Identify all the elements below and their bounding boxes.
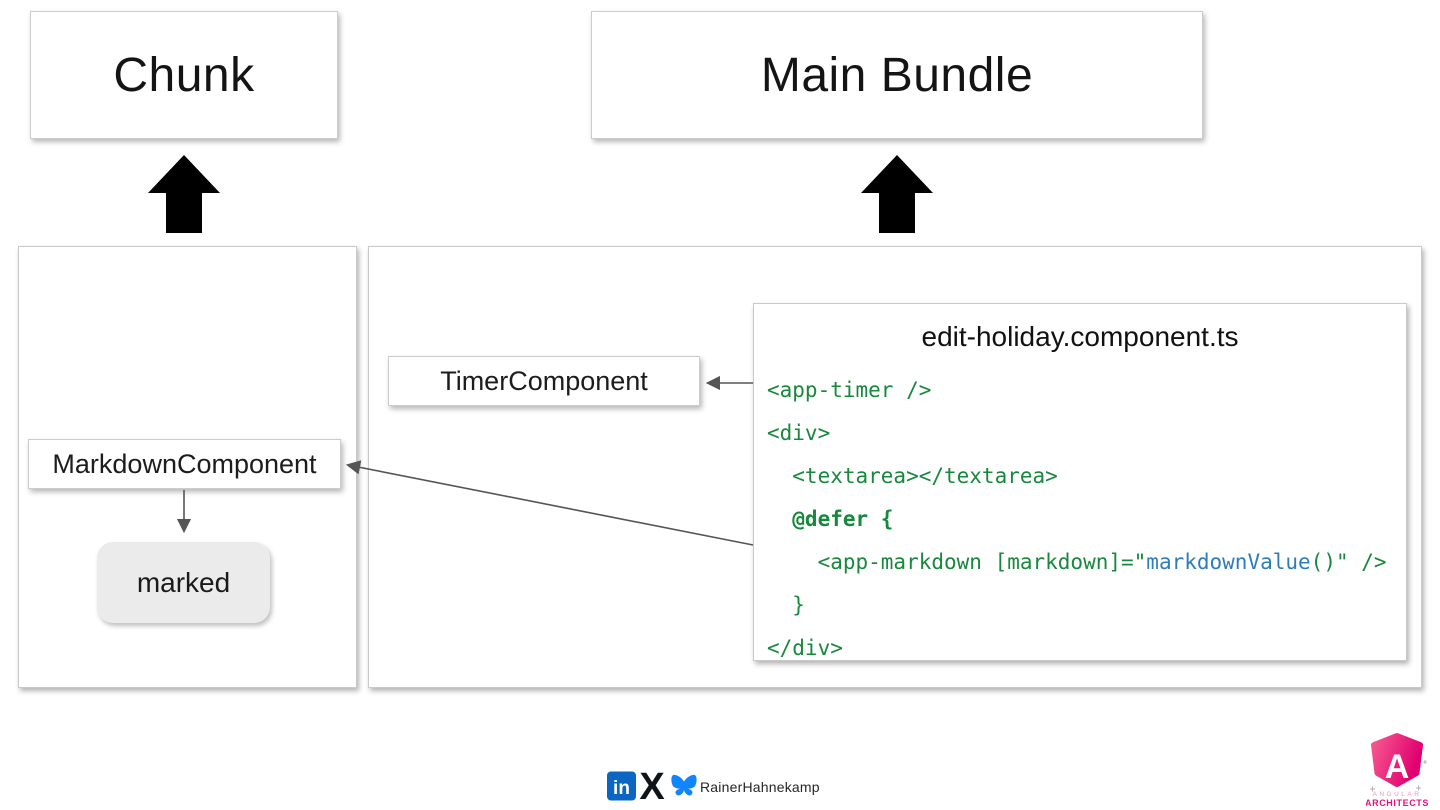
linkedin-icon: in: [607, 771, 636, 801]
logo-text-angular: ANGULAR: [1373, 791, 1422, 798]
svg-text:X: X: [639, 770, 665, 802]
code-snippet: <app-timer /> <div> <textarea></textarea…: [767, 369, 1406, 670]
code-file-title: edit-holiday.component.ts: [921, 321, 1239, 352]
code-line: </div>: [767, 636, 843, 660]
main-bundle-box: Main Bundle: [591, 11, 1203, 139]
marked-library-box: marked: [97, 542, 270, 623]
x-icon: X: [639, 770, 665, 802]
author-handle: RainerHahnekamp: [700, 779, 820, 795]
logo-letter: A: [1385, 748, 1410, 786]
chunk-box: Chunk: [30, 11, 338, 139]
code-line-app-markdown: <app-markdown [markdown]="markdownValue(…: [767, 550, 1387, 574]
code-line: <textarea></textarea>: [767, 464, 1058, 488]
chunk-title: Chunk: [113, 48, 255, 102]
logo-sparkles: [1370, 760, 1427, 792]
timer-component-box: TimerComponent: [388, 356, 700, 406]
markdown-component-box: MarkdownComponent: [28, 439, 341, 489]
main-bundle-title: Main Bundle: [760, 48, 1034, 102]
code-line: <div>: [767, 421, 831, 445]
markdown-component-label: MarkdownComponent: [52, 448, 317, 479]
markdown-value-token: markdownValue: [1146, 550, 1311, 574]
angular-architects-logo: A ANGULAR ARCHITECTS: [1366, 733, 1428, 808]
block-arrow-to-main-bundle: [861, 155, 933, 233]
marked-library-label: marked: [136, 566, 231, 598]
code-line: }: [767, 593, 805, 617]
logo-text-architects: ARCHITECTS: [1366, 798, 1428, 808]
timer-component-label: TimerComponent: [440, 365, 648, 396]
logo-shield: A: [1371, 733, 1423, 787]
footer-social-icons: in X: [607, 770, 697, 802]
svg-text:in: in: [613, 778, 630, 799]
code-snippet-box: edit-holiday.component.ts <app-timer /> …: [753, 303, 1407, 661]
block-arrow-to-chunk: [148, 155, 220, 233]
code-line-defer: @defer {: [767, 507, 894, 531]
code-line: <app-timer />: [767, 378, 932, 402]
bluesky-icon: [671, 774, 697, 796]
